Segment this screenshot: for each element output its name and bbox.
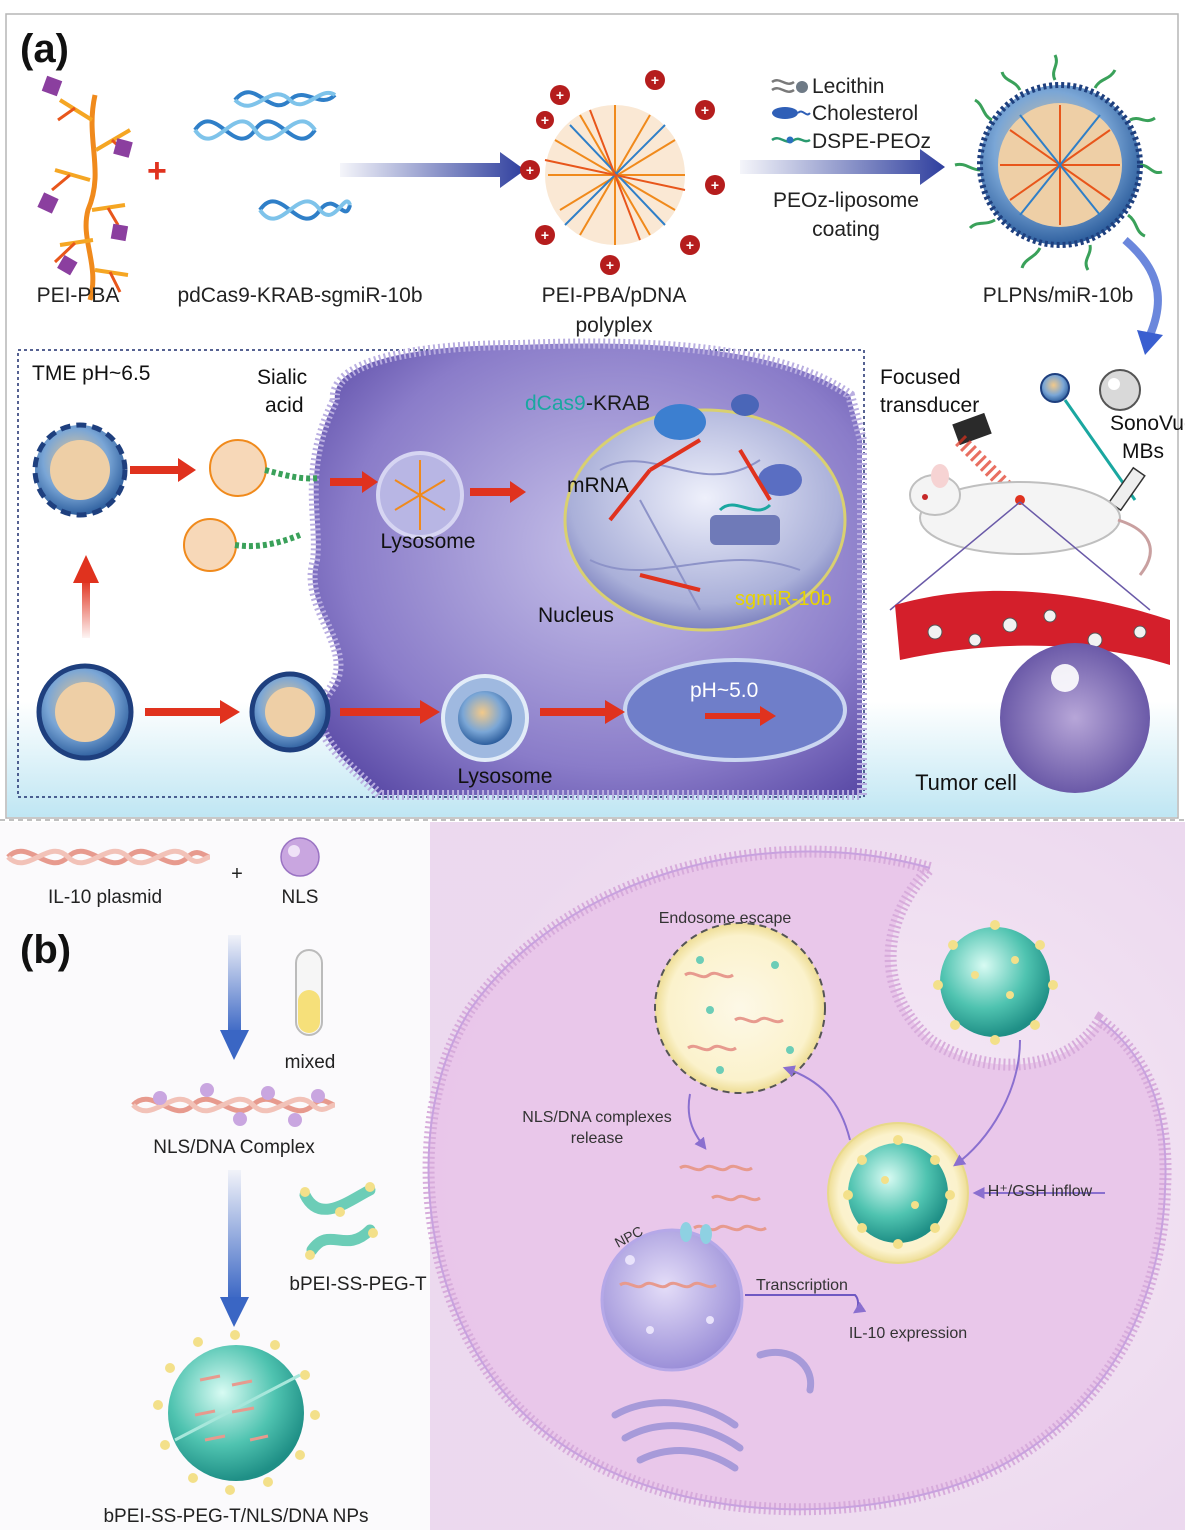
plpns-label: PLPNs/miR-10b: [983, 284, 1134, 307]
mrna-label: mRNA: [567, 474, 629, 497]
sgmir-label: sgmiR-10b: [735, 588, 832, 610]
ph5-endosome: [623, 658, 847, 762]
endosome-with-np: [827, 1122, 969, 1264]
bpei-polymer-icon: [299, 1182, 378, 1260]
plus-sign: +: [147, 152, 167, 190]
lysosome-label-upper: Lysosome: [381, 530, 476, 553]
svg-text:+: +: [686, 237, 694, 253]
svg-text:+: +: [526, 162, 534, 178]
sialic-acid-label-1: Sialic: [257, 366, 307, 389]
golgi-apparatus: [611, 1348, 815, 1472]
nucleus-b: [600, 1222, 744, 1372]
svg-text:+: +: [541, 227, 549, 243]
mouse-illustration: [909, 464, 1152, 576]
nps-label: bPEI-SS-PEG-T/NLS/DNA NPs: [103, 1506, 368, 1527]
endocytosed-nanoparticle: [933, 920, 1058, 1045]
polyplex-label-1: PEI-PBA/pDNA: [542, 284, 687, 307]
panel-a: (a) +: [5, 13, 1185, 819]
svg-text:+: +: [541, 112, 549, 128]
sonovue-bubble-icon: [1099, 369, 1141, 411]
liposome-degraded: [32, 422, 128, 518]
svg-text:+: +: [556, 87, 564, 103]
endosome-escape-vesicle: [654, 922, 826, 1094]
liposome-mid: [249, 671, 331, 753]
arrow-down-to-mouse: [1122, 236, 1162, 337]
polyplex-small-2: [183, 518, 237, 572]
plpns-liposome: [954, 54, 1163, 271]
dcas9-protein: [654, 404, 706, 440]
ph5-label: pH~5.0: [690, 679, 758, 702]
dcas9-label: dCas9: [525, 392, 586, 415]
svg-text:+: +: [606, 257, 614, 273]
flow-arrow-1: [228, 935, 241, 1035]
krab-protein: [731, 394, 759, 416]
tumor-mass: [1000, 643, 1150, 793]
focused-transducer-label-1: Focused: [880, 366, 961, 389]
transcription-label: Transcription: [756, 1277, 848, 1294]
legend-cholesterol: Cholesterol: [812, 102, 918, 125]
arrow-up-red: [82, 580, 90, 638]
red-arrows: [130, 458, 776, 726]
legend-lecithin: Lecithin: [812, 75, 884, 98]
plus-sign-b: +: [231, 863, 243, 885]
il10-expression-label: IL-10 expression: [849, 1325, 967, 1342]
coating-label-2: coating: [812, 218, 880, 241]
liposome-lower-left: [36, 663, 134, 761]
nanoparticle-product: [153, 1330, 320, 1495]
pei-pba-polymer: [37, 75, 133, 301]
nucleus: [563, 408, 847, 632]
arrow-to-polyplex: [340, 152, 525, 188]
plasmid-dna: [193, 90, 352, 221]
nls-icon: [280, 837, 320, 877]
sonovue-label-1: SonoVue: [1110, 412, 1185, 435]
svg-text:+: +: [701, 102, 709, 118]
krab-label: -KRAB: [586, 392, 650, 415]
focused-transducer-label-2: transducer: [880, 394, 979, 417]
tumor-cell-label: Tumor cell: [915, 770, 1017, 795]
panel-a-label: (a): [20, 27, 69, 71]
release-label-2: release: [571, 1130, 624, 1147]
cell-membrane-b: [422, 845, 1172, 1516]
polyplex-charges: + + + + + + + + +: [520, 70, 725, 275]
tme-label: TME pH~6.5: [32, 362, 150, 385]
lipid-legend: Lecithin Cholesterol DSPE-PEOz: [771, 75, 931, 153]
escape-contents: [684, 971, 784, 1052]
mb-liposome-icon: [1040, 373, 1070, 403]
h-gsh-label: H⁺/GSH inflow: [988, 1183, 1093, 1200]
nls-dna-complex-label: NLS/DNA Complex: [153, 1137, 315, 1158]
bpei-label: bPEI-SS-PEG-T: [289, 1274, 427, 1295]
release-label-1: NLS/DNA complexes: [522, 1109, 671, 1126]
nls-label: NLS: [282, 887, 319, 908]
lecithin-icon: [771, 79, 808, 93]
polyplex-small-1: [209, 439, 267, 497]
mixed-label: mixed: [285, 1052, 336, 1073]
nucleus-label: Nucleus: [538, 604, 614, 627]
svg-text:+: +: [711, 177, 719, 193]
sonovue-label-2: MBs: [1122, 440, 1164, 463]
coating-label-1: PEOz-liposome: [773, 189, 919, 212]
nls-dna-complex-icon: [131, 1083, 336, 1127]
polyplex-label-2: polyplex: [575, 314, 653, 337]
arrow-to-plpns: [740, 149, 945, 185]
lysosome-label-lower: Lysosome: [458, 765, 553, 788]
polyplex: + + + + + + + + +: [520, 70, 725, 275]
panel-b: IL-10 plasmid + NLS (b) mixed NLS/DNA Co…: [0, 822, 1185, 1530]
il10-plasmid-label: IL-10 plasmid: [48, 887, 162, 908]
arrow-down-head: [1137, 330, 1163, 355]
endosome-escape-label: Endosome escape: [659, 910, 792, 927]
legend-dspe-peoz: DSPE-PEOz: [812, 130, 931, 153]
blood-vessel: [895, 590, 1170, 665]
il10-plasmid-icon: [6, 848, 211, 866]
sialic-acid-label-2: acid: [265, 394, 304, 417]
cholesterol-icon: [772, 107, 811, 119]
plasmid-label: pdCas9-KRAB-sgmiR-10b: [177, 284, 422, 307]
dspe-peoz-icon: [771, 136, 811, 144]
panel-b-label: (b): [20, 928, 71, 972]
flow-arrow-2: [228, 1170, 241, 1300]
svg-text:+: +: [651, 72, 659, 88]
test-tube-icon: [295, 949, 323, 1036]
pei-pba-label: PEI-PBA: [37, 284, 120, 307]
